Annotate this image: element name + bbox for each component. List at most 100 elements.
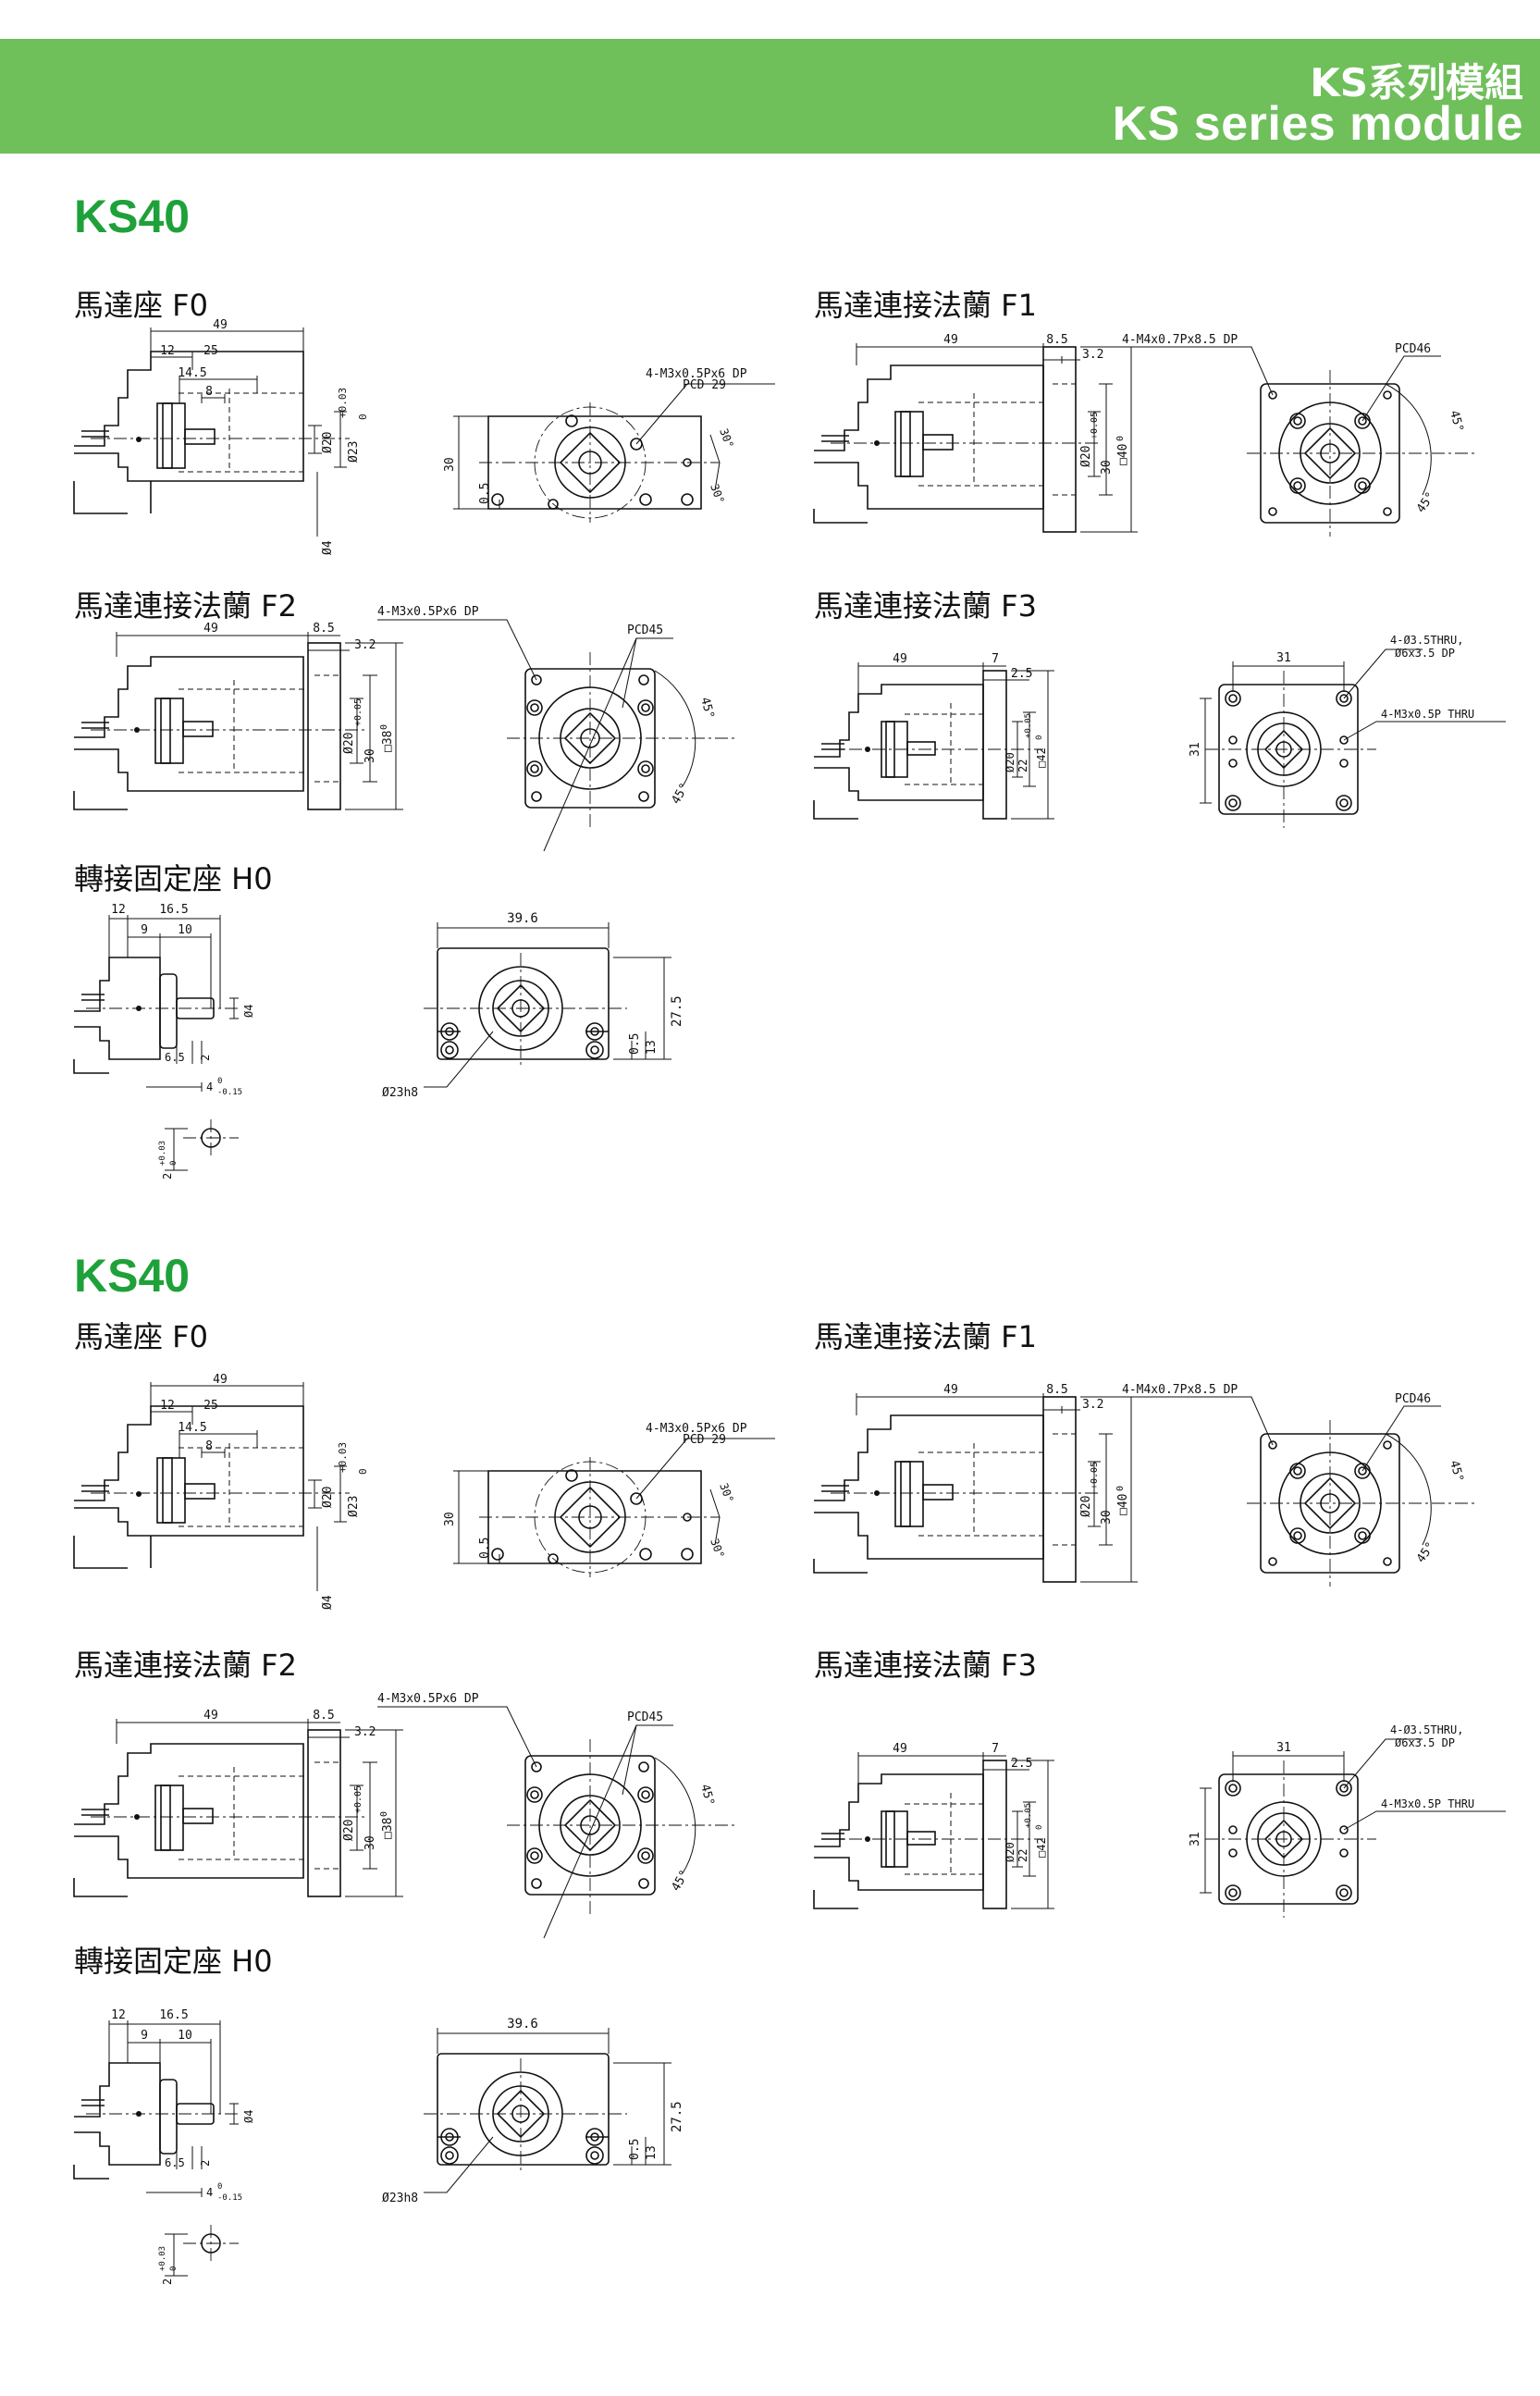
dim-text: □40 bbox=[1116, 1494, 1130, 1515]
f3-front-view: 31 31 4-Ø3.5THRU, Ø6x3.5 DP 4-M3x0.5P TH… bbox=[1189, 1723, 1506, 1918]
dim-text: Ø20 bbox=[1079, 1496, 1093, 1517]
dim-text: 2 bbox=[199, 1055, 212, 1061]
dim-text: 45° bbox=[1447, 1459, 1466, 1484]
dim-text: 4-M3x0.5Px6 DP bbox=[377, 605, 479, 619]
dim-text: 49 bbox=[893, 652, 907, 666]
dim-text: 4-M4x0.7Px8.5 DP bbox=[1122, 1383, 1238, 1397]
dim-text: 4-M3x0.5Px6 DP bbox=[646, 1422, 747, 1436]
dim-text: PCD45 bbox=[627, 1711, 663, 1724]
view-label-f2: 馬達連接法蘭 F2 bbox=[74, 588, 297, 624]
dim-text: Ø4 bbox=[321, 1595, 335, 1610]
dim-text: 8 bbox=[205, 1439, 213, 1453]
dim-text: 13 bbox=[645, 1040, 659, 1055]
dim-text: 30 bbox=[1100, 460, 1114, 475]
dim-text: -0.15 bbox=[217, 2193, 242, 2203]
dim-text: 12 bbox=[111, 2008, 126, 2022]
dim-text: 2 bbox=[199, 2160, 212, 2167]
view-label-h0: 轉接固定座 H0 bbox=[74, 861, 273, 896]
dim-text: +0.05 bbox=[1024, 713, 1033, 738]
dim-text: PCD 29 bbox=[683, 1433, 726, 1447]
dim-text: 30 bbox=[443, 1512, 457, 1526]
dim-text: PCD 29 bbox=[683, 378, 726, 392]
f2-front-view: 4-M3x0.5Px6 DP PCD45 45° 45° bbox=[377, 605, 738, 852]
dim-text: 49 bbox=[893, 1742, 907, 1756]
dim-text: 8.5 bbox=[1046, 333, 1067, 347]
dim-text: 22 bbox=[1016, 760, 1029, 772]
drawing-f0: 49 12 25 14.5 8 Ø20 Ø23 +0.03 0 Ø4 4-M3x… bbox=[73, 318, 775, 555]
dim-text: Ø23h8 bbox=[382, 1086, 418, 1100]
dim-text: PCD46 bbox=[1395, 1392, 1431, 1406]
dim-text: 2.5 bbox=[1011, 667, 1032, 681]
dim-text: 4-M3x0.5P THRU bbox=[1381, 708, 1474, 721]
dim-text: 39.6 bbox=[507, 2017, 538, 2032]
drawing-h0: 12 16.5 9 10 Ø4 6.5 2 4 0 -0.15 2 +0.03 … bbox=[73, 2008, 684, 2285]
dim-text: 9 bbox=[141, 923, 148, 937]
drawing-h0: 12 16.5 9 10 Ø4 6.5 2 4 0 -0.15 2 +0.03 … bbox=[73, 903, 684, 1179]
dim-text: 25 bbox=[203, 1399, 218, 1413]
view-label-f1: 馬達連接法蘭 F1 bbox=[814, 1319, 1037, 1354]
dim-text: □42 bbox=[1035, 1837, 1048, 1858]
f1-front-view: 4-M4x0.7Px8.5 DP PCD46 45° 45° bbox=[1122, 333, 1478, 537]
dim-text: 45° bbox=[697, 1783, 717, 1808]
f3-side-view: 49 7 2.5 Ø20 22 +0.05 0 □42 bbox=[813, 1742, 1054, 1909]
dim-text: □38 bbox=[381, 1818, 395, 1839]
dim-text: -0.15 bbox=[217, 1088, 242, 1097]
dim-text: 31 bbox=[1276, 651, 1291, 665]
dim-text: 30° bbox=[717, 426, 736, 450]
h0-front-view: 39.6 27.5 0.5 13 Ø23h8 bbox=[382, 911, 684, 1100]
view-label-h0: 轉接固定座 H0 bbox=[74, 1944, 273, 1979]
f0-front-view: 4-M3x0.5Px6 DP PCD 29 30 0.5 30° 30° bbox=[443, 1422, 775, 1577]
dim-text: 4-Ø3.5THRU, bbox=[1390, 634, 1463, 647]
dim-text: 49 bbox=[943, 333, 958, 347]
dim-text: 14.5 bbox=[178, 366, 206, 380]
dim-text: 0.5 bbox=[628, 1033, 642, 1055]
f3-front-view: 31 31 4-Ø3.5THRU, Ø6x3.5 DP 4-M3x0.5P TH… bbox=[1189, 634, 1506, 828]
dim-text: 7 bbox=[992, 1742, 999, 1756]
dim-text: 27.5 bbox=[670, 995, 684, 1027]
drawing-f0: 49 12 25 14.5 8 Ø20 Ø23 +0.03 0 Ø4 4-M3x… bbox=[73, 1373, 775, 1610]
view-label-f0: 馬達座 F0 bbox=[74, 1319, 208, 1354]
dim-text: 30 bbox=[1100, 1510, 1114, 1525]
dim-text: 49 bbox=[943, 1383, 958, 1397]
f2-side-view: 49 8.5 3.2 Ø20 30 +0.05 0 □38 bbox=[73, 1709, 403, 1897]
dim-text: Ø6x3.5 DP bbox=[1395, 647, 1455, 660]
f1-front-view: 4-M4x0.7Px8.5 DP PCD46 45° 45° bbox=[1122, 1383, 1478, 1587]
dim-text: Ø4 bbox=[321, 540, 335, 555]
dim-text: +0.03 bbox=[158, 1141, 167, 1166]
dim-text: Ø23 bbox=[347, 1496, 361, 1517]
dim-text: +0.05 bbox=[1090, 412, 1100, 439]
dim-text: 31 bbox=[1276, 1741, 1291, 1755]
dim-text: 30° bbox=[717, 1481, 736, 1504]
dim-text: +0.05 bbox=[1090, 1462, 1100, 1489]
dim-text: +0.05 bbox=[353, 698, 363, 726]
dim-text: 30° bbox=[708, 1537, 727, 1560]
dim-text: 0 bbox=[1115, 436, 1126, 441]
dim-text: 0 bbox=[217, 1077, 222, 1086]
model-title: KS40 bbox=[74, 191, 191, 242]
f0-side-view: 49 12 25 14.5 8 Ø20 Ø23 +0.03 0 Ø4 bbox=[73, 318, 369, 555]
f1-side-view: 49 8.5 3.2 Ø20 30 +0.05 0 □40 bbox=[813, 333, 1138, 533]
f3-side-view: 49 7 2.5 Ø20 22 +0.05 0 □42 bbox=[813, 652, 1054, 820]
view-label-f3: 馬達連接法蘭 F3 bbox=[814, 588, 1037, 624]
dim-text: □38 bbox=[381, 731, 395, 752]
dim-text: 45° bbox=[669, 1868, 692, 1894]
dim-text: 0.5 bbox=[478, 483, 492, 504]
dim-text: 25 bbox=[203, 344, 218, 358]
dim-text: 39.6 bbox=[507, 911, 538, 926]
dim-text: 2 bbox=[161, 1173, 174, 1179]
dim-text: 10 bbox=[178, 2029, 192, 2043]
dim-text: 14.5 bbox=[178, 1421, 206, 1435]
dim-text: 0 bbox=[169, 1161, 179, 1166]
dim-text: 8.5 bbox=[313, 1709, 334, 1723]
header-title-zh: KS系列模組 bbox=[1310, 60, 1523, 105]
dim-text: 3.2 bbox=[1082, 348, 1103, 362]
dim-text: 4 bbox=[206, 1081, 213, 1093]
dim-text: 45° bbox=[1447, 409, 1466, 434]
dim-text: Ø4 bbox=[242, 1005, 255, 1018]
dim-text: 12 bbox=[160, 1399, 175, 1413]
drawing-f2: 49 8.5 3.2 Ø20 30 +0.05 0 □38 4-M3x0.5Px… bbox=[73, 1692, 738, 1939]
f1-side-view: 49 8.5 3.2 Ø20 30 +0.05 0 □40 bbox=[813, 1383, 1138, 1583]
dim-text: 4-M4x0.7Px8.5 DP bbox=[1122, 333, 1238, 347]
dim-text: +0.03 bbox=[158, 2246, 167, 2271]
view-label-f2: 馬達連接法蘭 F2 bbox=[74, 1648, 297, 1683]
